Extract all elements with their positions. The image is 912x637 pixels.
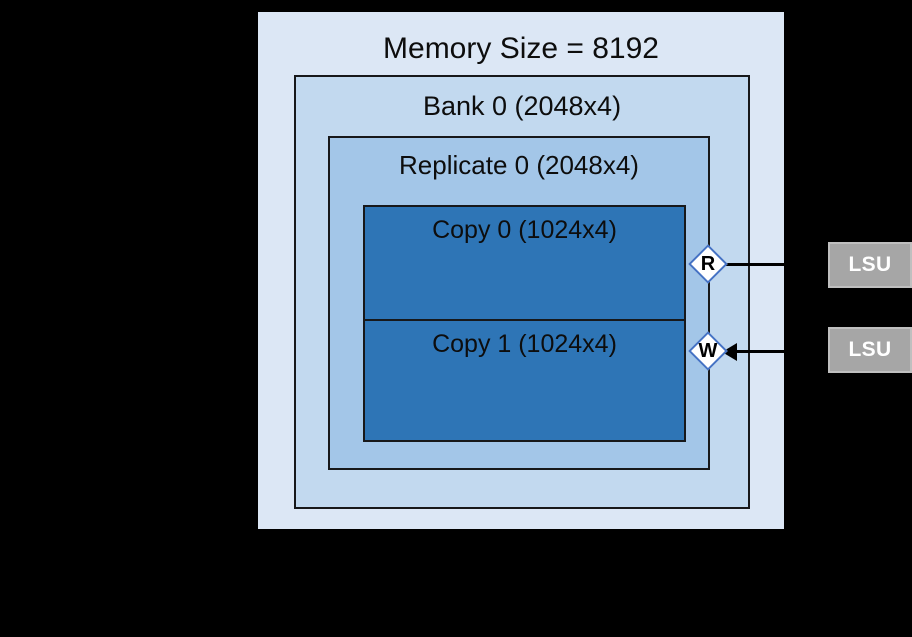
- write-connector-line: [723, 350, 785, 353]
- copy-stack: Copy 0 (1024x4) Copy 1 (1024x4): [363, 205, 686, 442]
- write-arrow-icon: [722, 343, 737, 361]
- lsu-write-label: LSU: [848, 338, 892, 361]
- copy-block-0: Copy 0 (1024x4): [365, 207, 684, 321]
- write-port: W: [688, 331, 728, 371]
- copy-block-1: Copy 1 (1024x4): [365, 321, 684, 440]
- lsu-read-unit: LSU: [828, 242, 912, 288]
- copy-0-label: Copy 0 (1024x4): [432, 216, 617, 244]
- memory-container: Memory Size = 8192 Bank 0 (2048x4) Repli…: [258, 12, 784, 529]
- replicate-container: Replicate 0 (2048x4) Copy 0 (1024x4) Cop…: [328, 136, 710, 470]
- lsu-write-unit: LSU: [828, 327, 912, 373]
- replicate-label: Replicate 0 (2048x4): [399, 150, 639, 180]
- bank-container: Bank 0 (2048x4) Replicate 0 (2048x4) Cop…: [294, 75, 750, 509]
- copy-1-label: Copy 1 (1024x4): [432, 330, 617, 358]
- write-port-letter: W: [698, 340, 718, 362]
- lsu-read-label: LSU: [848, 253, 892, 276]
- read-port-letter: R: [700, 253, 716, 275]
- memory-size-label: Memory Size = 8192: [383, 32, 659, 65]
- bank-label: Bank 0 (2048x4): [422, 91, 622, 121]
- read-connector-line: [723, 263, 785, 266]
- read-port: R: [688, 244, 728, 284]
